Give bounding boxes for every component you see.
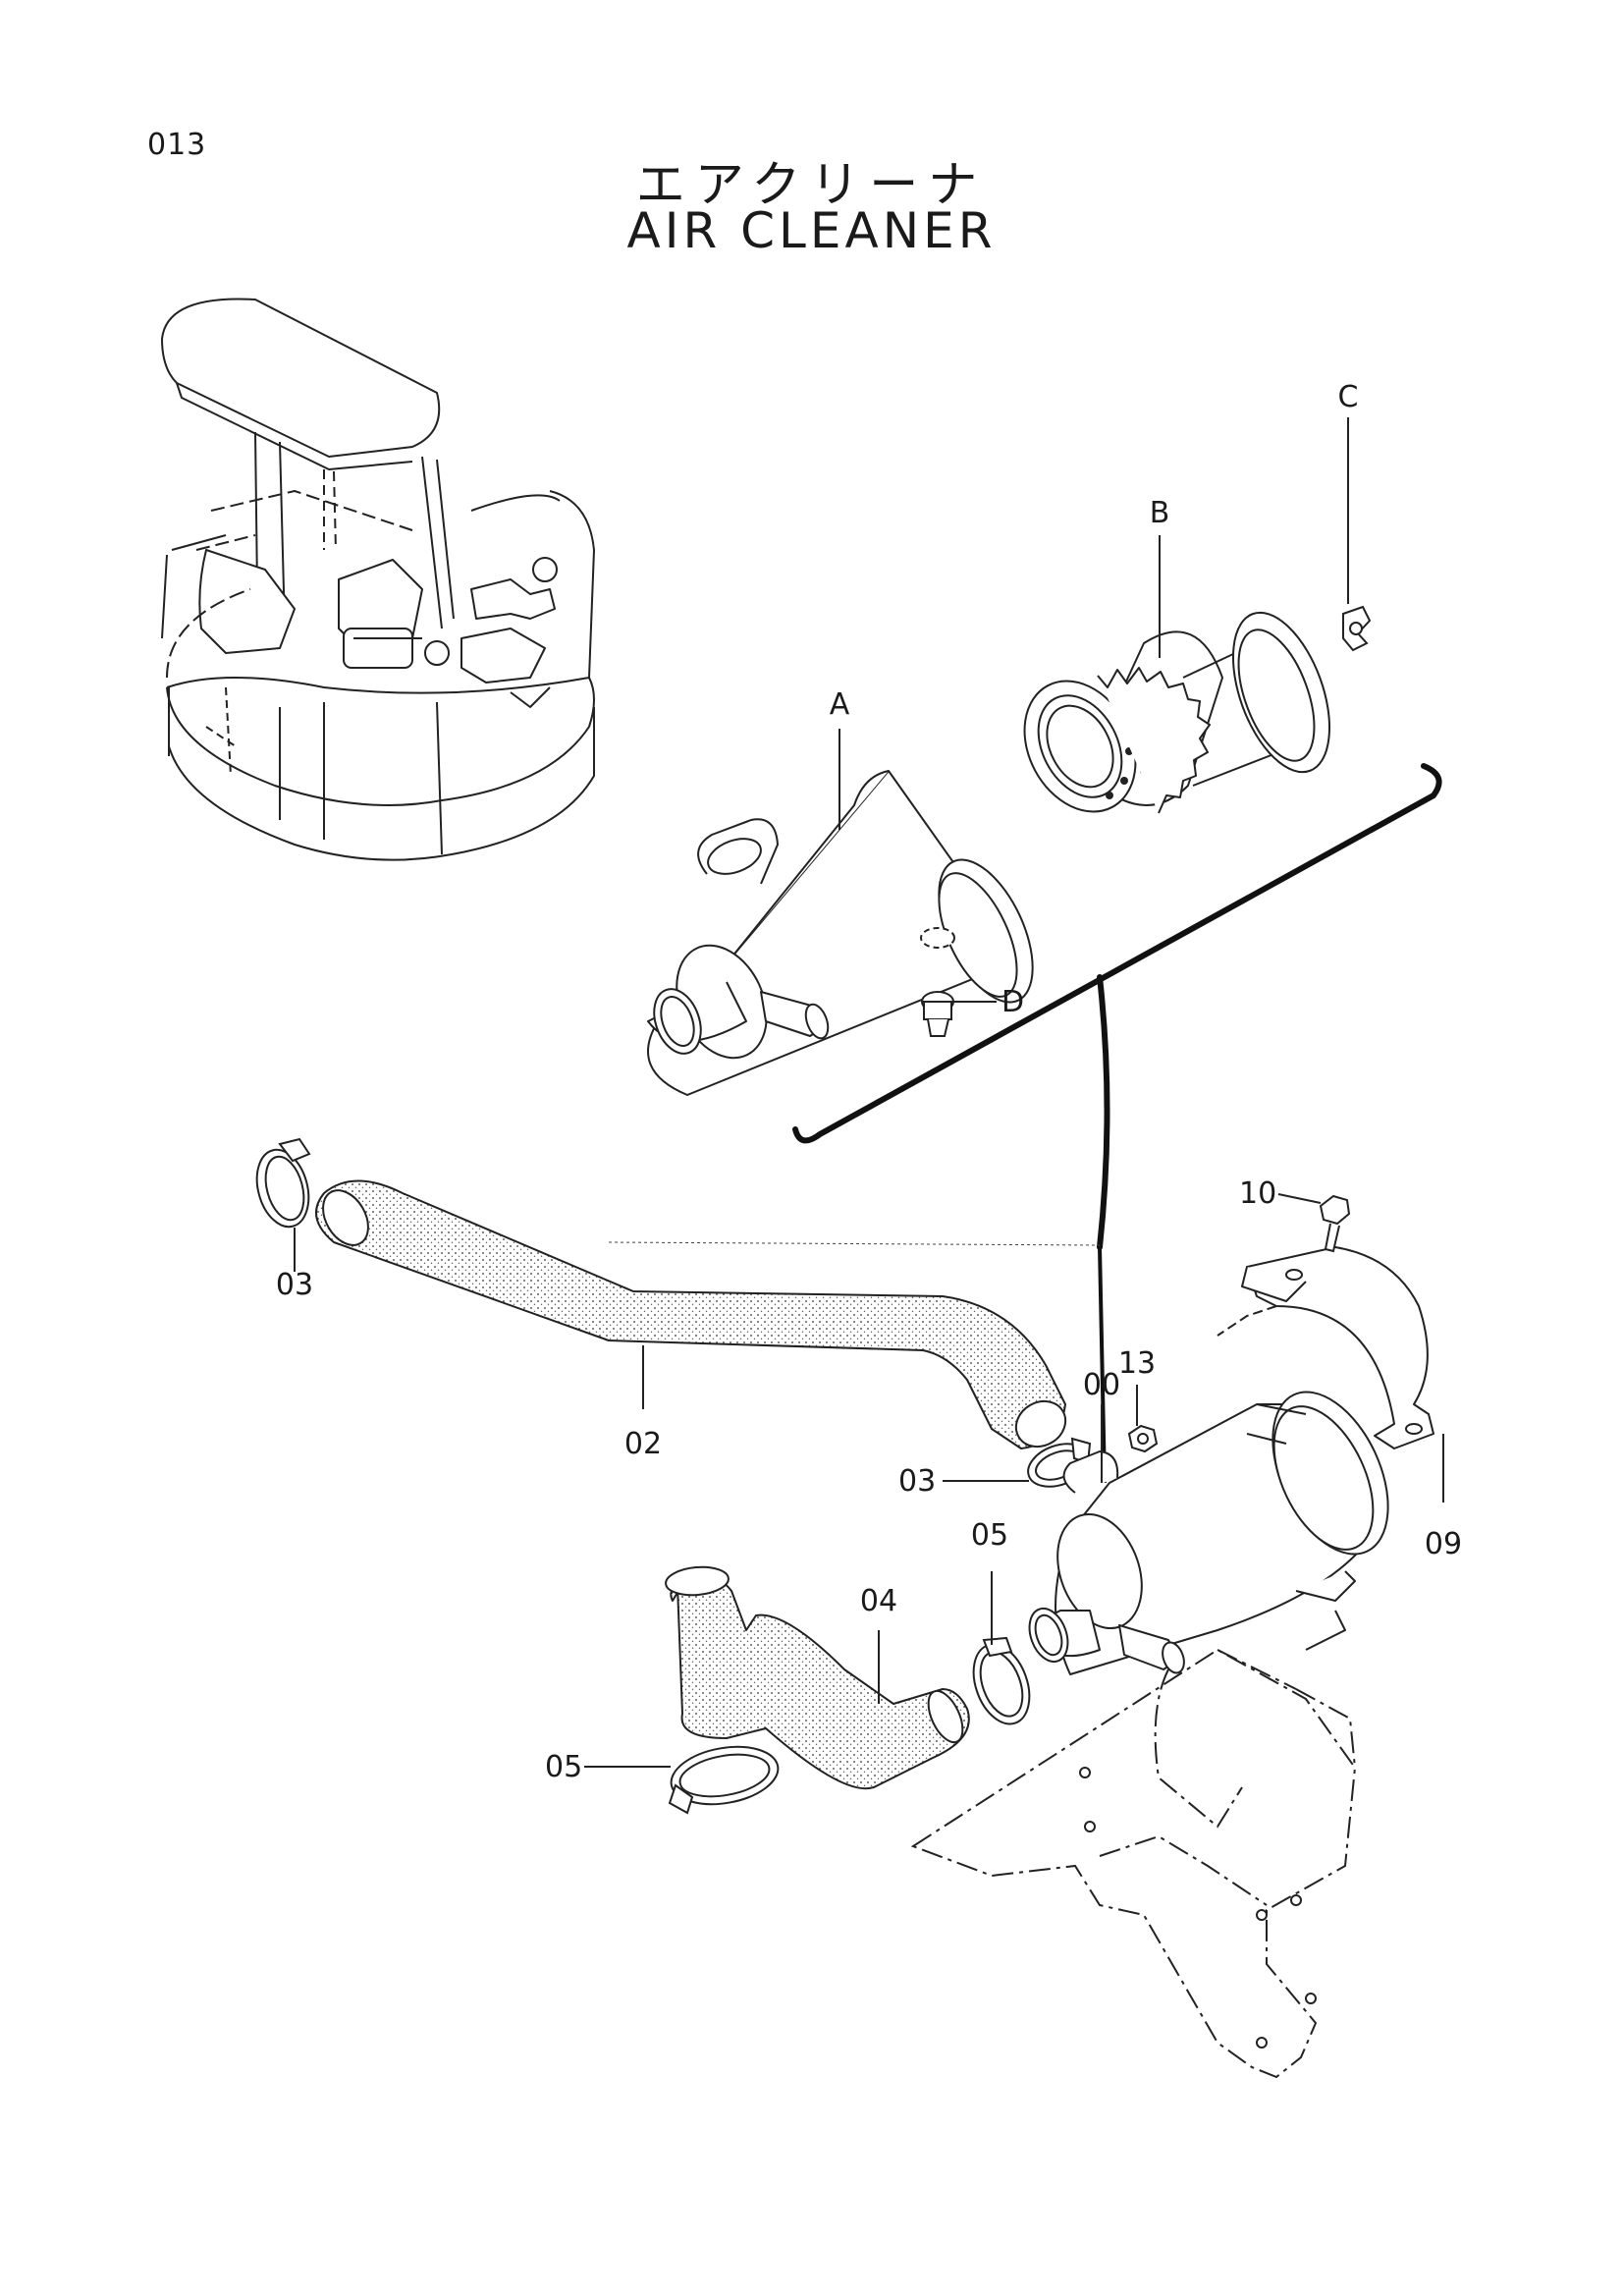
callout-03-middle: 03 [898,1464,936,1499]
filter-element-B [1023,611,1331,814]
callout-02: 02 [624,1427,662,1461]
wing-nut-C [1342,605,1372,652]
air-cleaner-assembly-00 [1028,1391,1389,1675]
callout-09: 09 [1425,1527,1462,1561]
callout-00: 00 [1083,1368,1120,1402]
hose-clamp-05-top [972,1636,1031,1725]
hose-clamp-03-top [255,1137,311,1229]
mounting-band-09 [1217,1246,1434,1449]
callout-04: 04 [860,1584,897,1618]
callout-leaders [294,417,1444,1768]
air-cleaner-body-A [647,770,1034,1096]
title-english: AIR CLEANER [626,202,997,259]
bolt-10 [1319,1194,1351,1253]
hose-04 [665,1565,970,1790]
page-number: 013 [147,128,207,162]
callout-C: C [1338,380,1359,414]
callout-D: D [1001,985,1024,1019]
machine-overview [161,298,595,861]
bracket-plate [910,1648,1357,2079]
callout-05-bottom: 05 [545,1750,582,1784]
valve-D [921,991,954,1037]
callout-A: A [830,687,850,722]
bracket-holes [1079,1767,1317,2049]
hose-02 [315,1179,1067,1449]
title-japanese: エアクリーナ [635,156,988,213]
nut-13 [1127,1424,1159,1453]
callout-03-top: 03 [276,1268,313,1302]
hose-clamp-05-bottom [668,1745,780,1815]
callout-B: B [1150,496,1170,530]
callout-13: 13 [1118,1346,1156,1381]
exploded-view-bracket [792,763,1442,1250]
callout-05-top: 05 [971,1518,1008,1553]
callout-10: 10 [1239,1176,1276,1211]
